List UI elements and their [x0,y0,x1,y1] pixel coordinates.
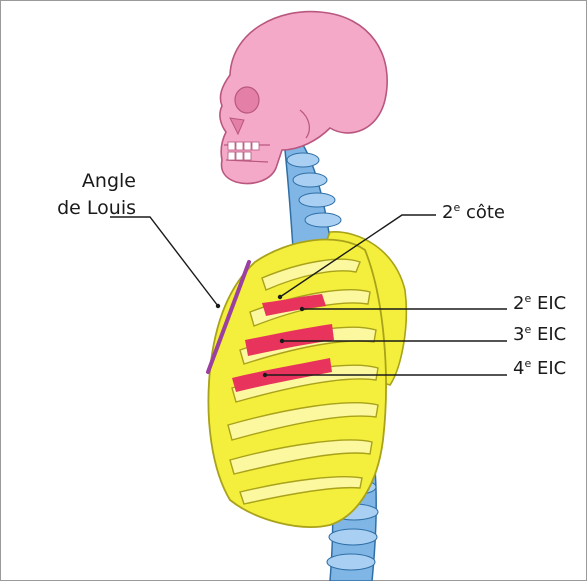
label-rib2: 2e côte [442,201,505,223]
label-angle-louis-line1: Angle [81,170,136,192]
leader-dots [215,294,305,378]
label-eic4: 4e EIC [513,357,567,379]
leader-rib2 [279,214,436,298]
leader-angle-louis [110,216,219,307]
label-eic3: 3e EIC [513,323,567,345]
eic3-shape [245,324,334,356]
skull [219,10,388,185]
label-angle-louis-line2: de Louis [57,197,136,219]
label-eic2: 2e EIC [513,292,567,314]
label-angle-louis: Angle de Louis [34,168,136,222]
angle-louis-marker [206,260,251,374]
eic2-shape [262,294,326,316]
leader-lines [110,214,507,376]
